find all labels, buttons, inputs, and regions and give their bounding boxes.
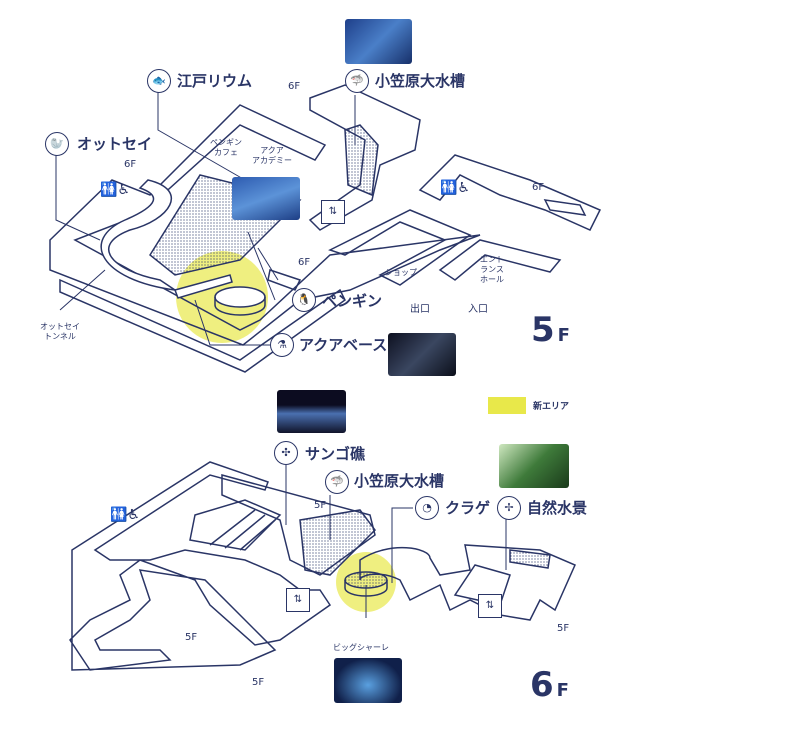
shark-icon: 🦈 (345, 69, 369, 93)
restroom-icon-5f-right: 🚻♿ (440, 180, 470, 196)
label-edorium[interactable]: 江戸リウム (177, 72, 253, 90)
elevator-icon-6f-left: ⇅ (286, 588, 310, 612)
label-ogasawara-5f[interactable]: 小笠原大水槽 (375, 72, 466, 90)
label-aquabase[interactable]: アクアベース (299, 336, 388, 354)
label-seal[interactable]: オットセイ (77, 135, 153, 153)
shark-icon-6f: 🦈 (325, 470, 349, 494)
label-entrance-hall[interactable]: エント ランス ホール (480, 255, 504, 284)
stairs-6f-4[interactable]: 6F (532, 182, 545, 193)
stairs-5f-3[interactable]: 5F (252, 677, 265, 688)
photo-aquabase (388, 333, 456, 376)
label-coral[interactable]: サンゴ礁 (305, 445, 366, 463)
stairs-5f-2[interactable]: 5F (185, 632, 198, 643)
floor-number: 6 (530, 665, 554, 705)
label-penguin[interactable]: ペンギン (322, 292, 383, 310)
label-nature[interactable]: 自然水景 (527, 499, 588, 517)
restroom-icon-6f: 🚻♿ (110, 507, 140, 523)
label-ogasawara-6f[interactable]: 小笠原大水槽 (354, 472, 445, 490)
legend-swatch (488, 397, 526, 414)
stairs-5f-1[interactable]: 5F (314, 500, 327, 511)
label-aqua-academy[interactable]: アクア アカデミー (252, 146, 292, 165)
seal-icon: 🦭 (45, 132, 69, 156)
fish-icon: 🐟 (147, 69, 171, 93)
penguin-icon: 🐧 (292, 288, 316, 312)
stairs-6f-1[interactable]: 6F (288, 81, 301, 92)
label-penguin-cafe[interactable]: ペンギン カフェ (210, 138, 242, 157)
aquabase-icon: ⚗ (270, 333, 294, 357)
stairs-6f-2[interactable]: 6F (124, 159, 137, 170)
label-seal-tunnel[interactable]: オットセイ トンネル (40, 322, 80, 341)
restroom-icon-5f: 🚻♿ (100, 182, 130, 198)
photo-penguin (232, 177, 300, 220)
floor-number: 5 (531, 310, 555, 350)
stairs-6f-3[interactable]: 6F (298, 257, 311, 268)
legend-new-area: 新エリア (533, 402, 570, 412)
label-entrance[interactable]: 入口 (468, 304, 488, 315)
elevator-icon-5f: ⇅ (321, 200, 345, 224)
label-shop[interactable]: ショップ (385, 268, 417, 277)
photo-coral (277, 390, 346, 433)
floor-unit: F (556, 680, 569, 701)
photo-ogasawara-5f (345, 19, 412, 64)
label-jellyfish[interactable]: クラゲ (445, 499, 491, 517)
label-big-schale[interactable]: ビッグシャーレ (333, 643, 389, 652)
label-exit[interactable]: 出口 (410, 304, 430, 315)
stairs-5f-4[interactable]: 5F (557, 623, 570, 634)
coral-icon: ✣ (274, 441, 298, 465)
elevator-icon-6f-right: ⇅ (478, 594, 502, 618)
floor-unit: F (557, 325, 570, 346)
nature-icon: ✢ (497, 496, 521, 520)
photo-nature (499, 444, 569, 488)
photo-big-schale (334, 658, 402, 703)
jellyfish-icon: ◔ (415, 496, 439, 520)
